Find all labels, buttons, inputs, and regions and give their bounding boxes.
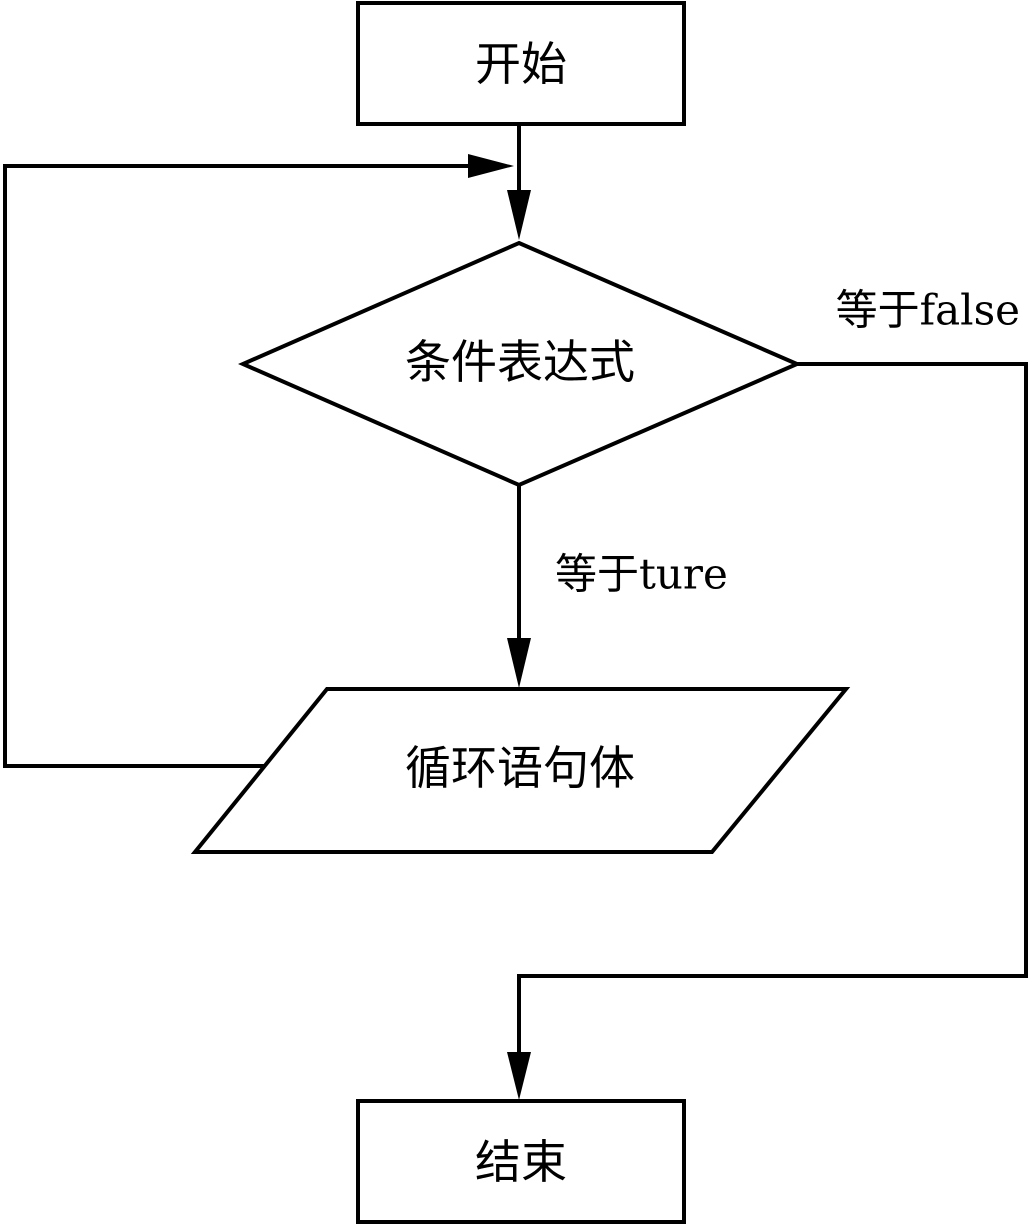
end-node — [356, 1099, 686, 1224]
arrowhead-loop-back — [468, 154, 514, 178]
true-branch-label: 等于ture — [555, 550, 728, 599]
condition-node-label: 条件表达式 — [405, 335, 635, 389]
edge-false-branch — [517, 362, 1028, 1065]
start-node — [356, 1, 686, 126]
loop-body-node-label: 循环语句体 — [405, 741, 635, 795]
end-node-label: 结束 — [475, 1135, 567, 1189]
arrowhead-condition-entry — [507, 190, 531, 240]
arrowhead-end-entry — [507, 1052, 531, 1100]
arrowhead-loop-body-entry — [507, 638, 531, 688]
false-branch-label: 等于false — [836, 286, 1020, 335]
loop-body-node — [190, 687, 851, 854]
edge-loop-back — [3, 164, 475, 768]
start-node-label: 开始 — [475, 37, 567, 91]
